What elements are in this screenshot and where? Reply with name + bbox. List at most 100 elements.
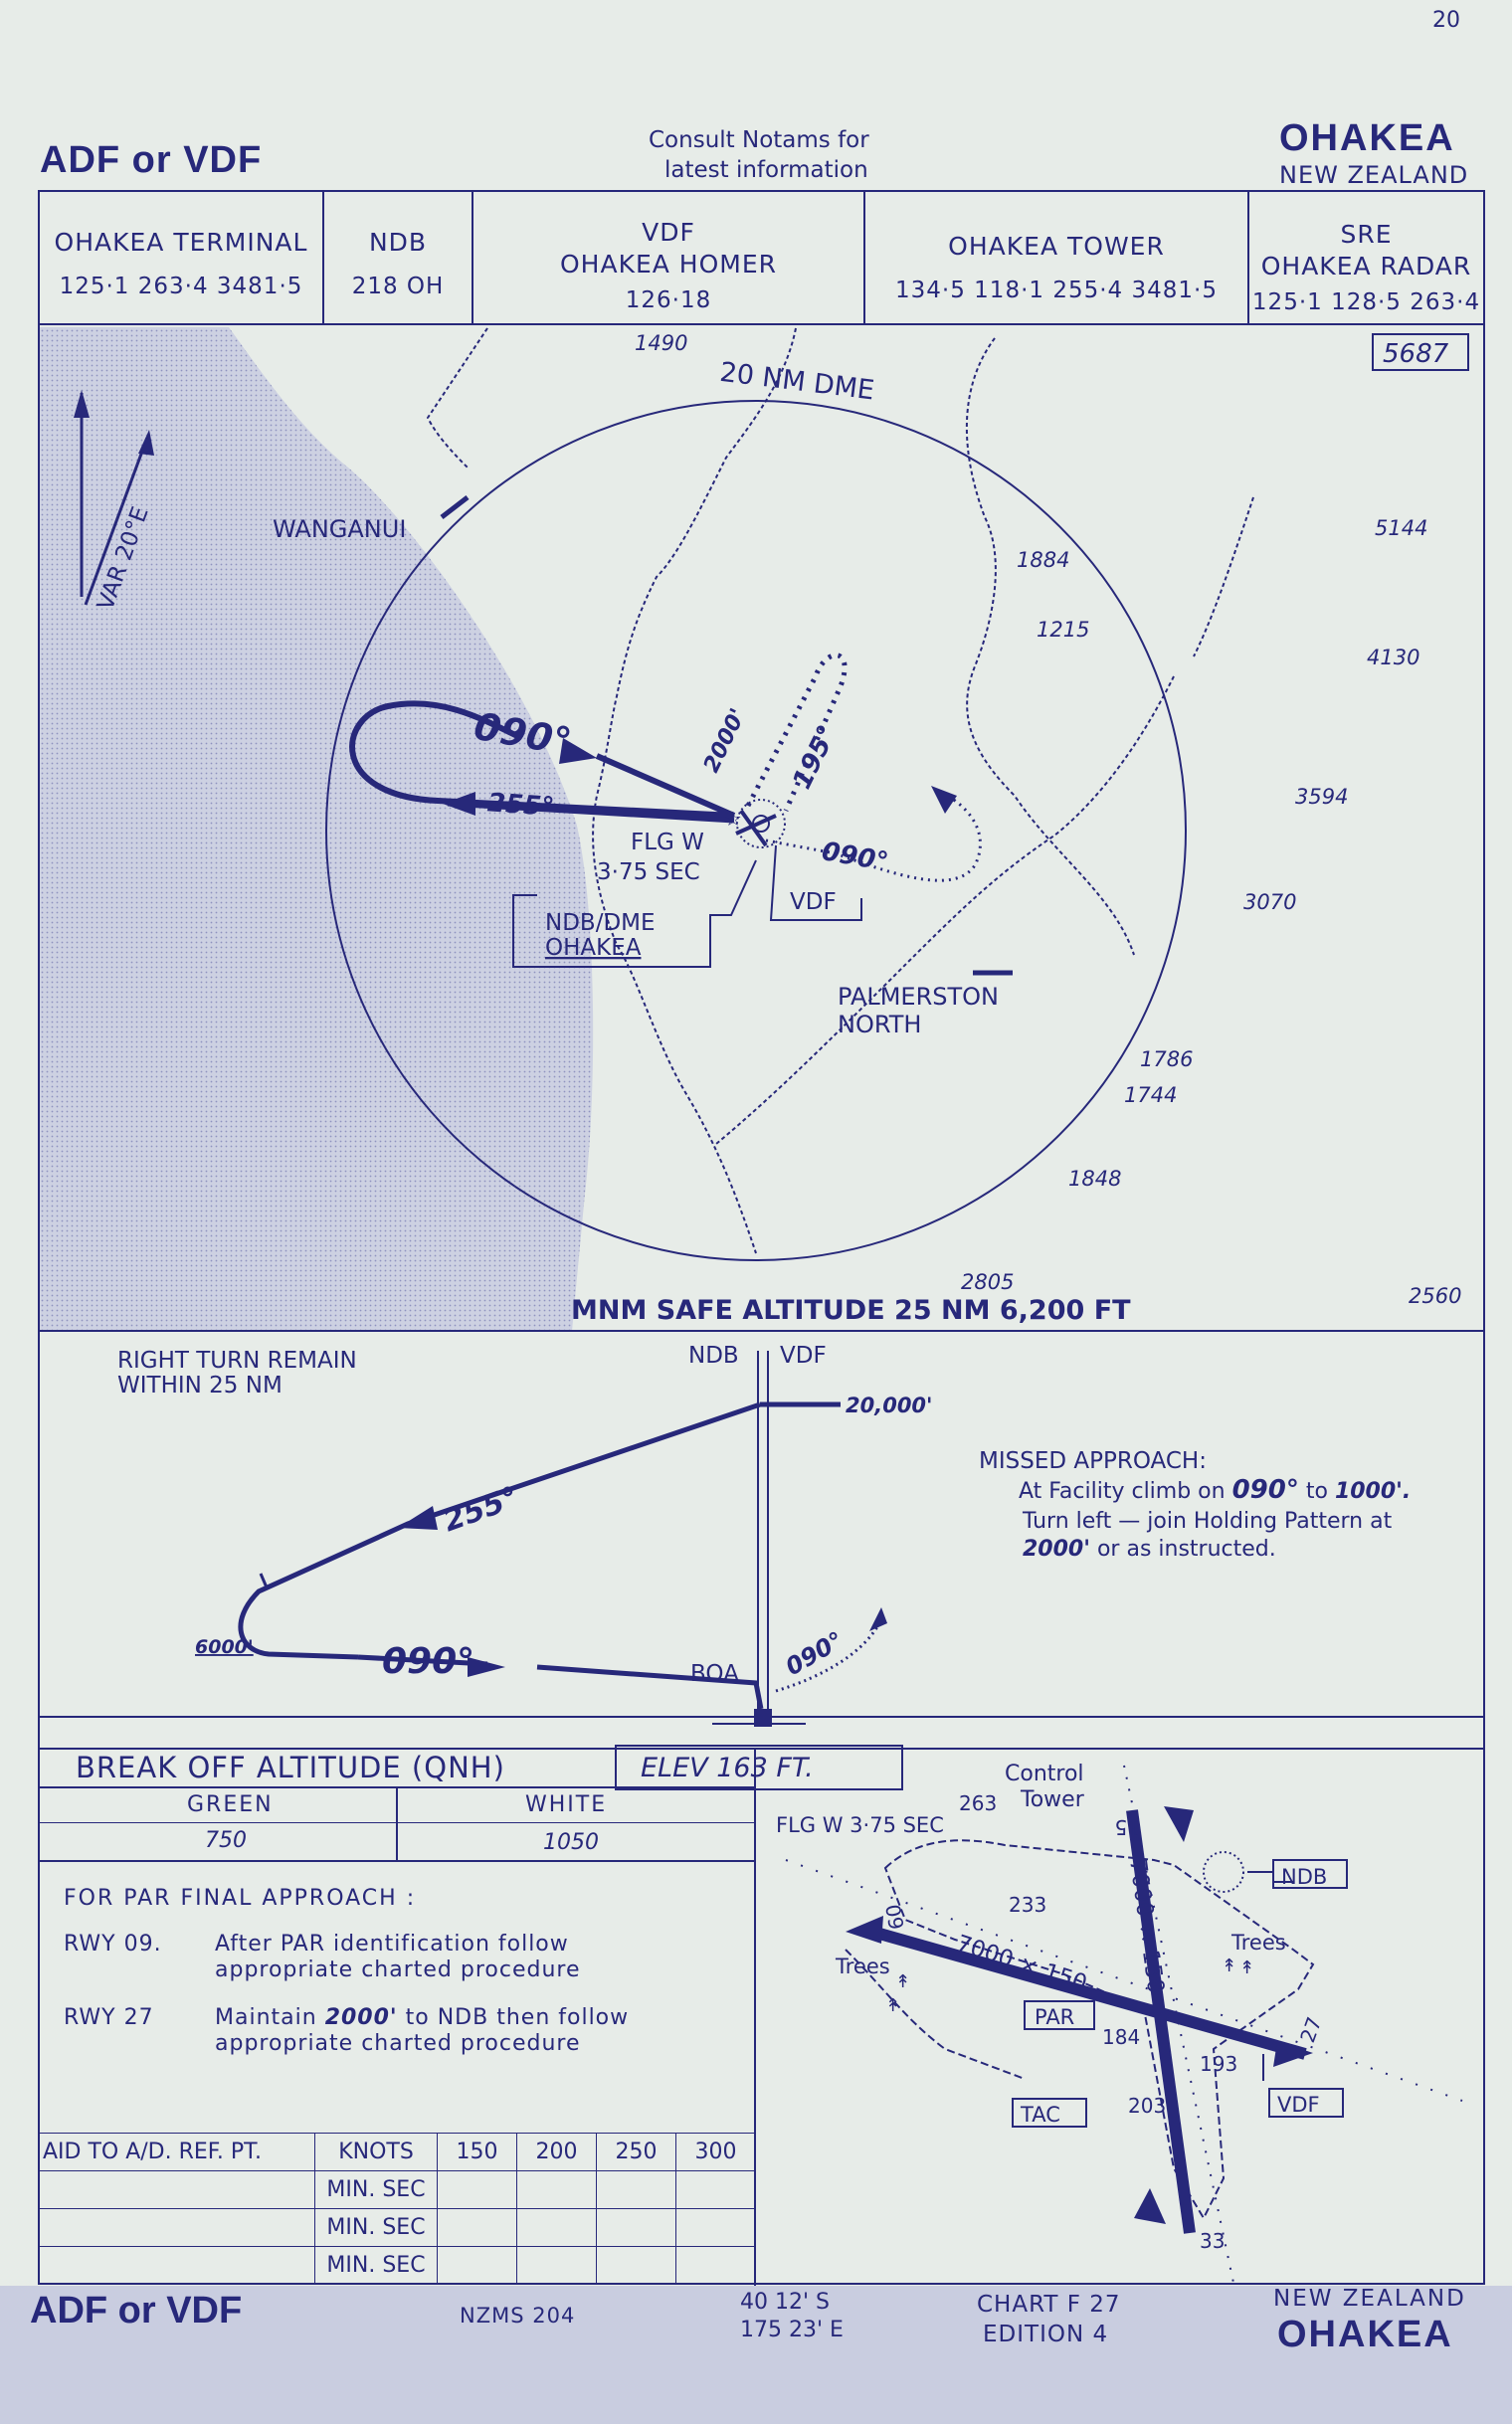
town-palmerston-2: NORTH bbox=[838, 1011, 921, 1038]
ad-tac: TAC bbox=[1020, 2103, 1060, 2127]
freq-tower-name: OHAKEA TOWER bbox=[948, 232, 1165, 261]
boa-green-value: 750 bbox=[205, 1828, 247, 1853]
freq-tower-value: 134·5 118·1 255·4 3481·5 bbox=[895, 278, 1218, 303]
ad-trees-right: Trees bbox=[1230, 1931, 1286, 1955]
sea-area bbox=[40, 327, 594, 1331]
svg-text:↟: ↟ bbox=[895, 1971, 910, 1992]
spot-1884: 1884 bbox=[1017, 548, 1069, 572]
spot-1786: 1786 bbox=[1140, 1047, 1193, 1071]
timing-label: AID TO A/D. REF. PT. bbox=[38, 2133, 315, 2171]
footer-procedure: ADF or VDF bbox=[30, 2290, 243, 2331]
boa-panel: BREAK OFF ALTITUDE (QNH) ELEV 163 FT. GR… bbox=[38, 1745, 903, 2286]
plan-ndb-dme-1: NDB/DME bbox=[545, 910, 656, 936]
freq-radar-value: 125·1 128·5 263·4 bbox=[1251, 289, 1481, 315]
plan-flg-sec: 3·75 SEC bbox=[597, 859, 700, 885]
profile-instruction-1: RIGHT TURN REMAIN bbox=[117, 1348, 357, 1374]
town-palmerston-1: PALMERSTON bbox=[838, 983, 999, 1011]
plan-view: 20 NM DME VAR 20°E WANGANUI PALMERSTON N… bbox=[38, 327, 1484, 1332]
profile-outbound: 255° bbox=[439, 1480, 523, 1539]
ad-control-2: Tower bbox=[1020, 1787, 1085, 1812]
svg-text:↟: ↟ bbox=[1239, 1958, 1254, 1978]
profile-ndb: NDB bbox=[688, 1343, 739, 1369]
par-rwy27-text-1b: 2000' bbox=[324, 2005, 398, 2030]
plan-msa-text: MNM SAFE ALTITUDE 25 NM 6,200 FT bbox=[571, 1295, 1131, 1326]
spot-1848: 1848 bbox=[1068, 1167, 1121, 1191]
missed-title: MISSED APPROACH: bbox=[979, 1448, 1207, 1474]
timing-row: MIN. SEC bbox=[314, 2170, 438, 2209]
boa-green-label: GREEN bbox=[187, 1792, 274, 1817]
timing-row: MIN. SEC bbox=[314, 2246, 438, 2285]
missed-line1-a: At Facility climb on bbox=[1019, 1479, 1232, 1504]
spot-3070: 3070 bbox=[1243, 890, 1296, 914]
timing-row: MIN. SEC bbox=[314, 2208, 438, 2247]
timing-table: AID TO A/D. REF. PT. KNOTS 150 200 250 3… bbox=[38, 2133, 756, 2285]
boa-white-label: WHITE bbox=[525, 1792, 608, 1817]
profile-boa: BOA bbox=[690, 1661, 739, 1687]
airport-name: OHAKEA bbox=[1279, 117, 1455, 159]
profile-instruction-2: WITHIN 25 NM bbox=[117, 1373, 283, 1398]
ad-rwy-09: 09 bbox=[880, 1903, 908, 1932]
spot-4130: 4130 bbox=[1367, 646, 1419, 669]
ad-trees-left: Trees bbox=[835, 1955, 890, 1978]
par-rwy27-text-1a: Maintain bbox=[215, 2005, 325, 2030]
par-rwy27: RWY 27 bbox=[64, 2005, 154, 2030]
ad-h193: 193 bbox=[1200, 2052, 1237, 2076]
spot-1744: 1744 bbox=[1124, 1083, 1177, 1107]
ad-rwy-main: 7000 × 150 bbox=[1124, 1857, 1169, 1995]
notam-notice-line2: latest information bbox=[664, 157, 868, 183]
freq-box-terminal: OHAKEA TERMINAL 125·1 263·4 3481·5 bbox=[40, 192, 324, 325]
footer-lat: 40 12' S bbox=[740, 2290, 830, 2315]
timing-speed-300: 300 bbox=[675, 2133, 756, 2171]
runway-09-27 bbox=[863, 1924, 1307, 2060]
freq-vdf-name2: OHAKEA HOMER bbox=[559, 250, 778, 279]
par-rwy09-text-1: After PAR identification follow bbox=[215, 1932, 569, 1957]
ad-flg: FLG W 3·75 SEC bbox=[776, 1813, 944, 1837]
plan-missed-090: 090° bbox=[820, 837, 890, 877]
plan-flg: FLG W bbox=[631, 830, 704, 855]
runway-15-33 bbox=[1126, 1809, 1196, 2234]
par-rwy27-text-1c: to NDB then follow bbox=[397, 2005, 630, 2030]
ad-control-1: Control bbox=[1005, 1762, 1084, 1786]
ad-rwy-33: 33 bbox=[1200, 2229, 1225, 2253]
footer-lon: 175 23' E bbox=[740, 2318, 844, 2342]
freq-box-tower: OHAKEA TOWER 134·5 118·1 255·4 3481·5 bbox=[865, 192, 1249, 325]
freq-radar-name2: OHAKEA RADAR bbox=[1260, 252, 1472, 280]
missed-line1-c: to bbox=[1299, 1479, 1335, 1504]
ad-par: PAR bbox=[1035, 2005, 1074, 2029]
procedure-track bbox=[349, 700, 736, 819]
dme-ring bbox=[325, 400, 1187, 1261]
missed-line1-d: 1000'. bbox=[1335, 1479, 1411, 1504]
svg-text:☆: ☆ bbox=[724, 807, 742, 831]
chart-frame bbox=[38, 190, 1485, 2285]
procedure-title: ADF or VDF bbox=[40, 139, 263, 181]
footer-airport: OHAKEA bbox=[1277, 2314, 1453, 2355]
timing-speed-250: 250 bbox=[596, 2133, 676, 2171]
profile-alt-low: 6000' bbox=[195, 1636, 254, 1658]
country-name: NEW ZEALAND bbox=[1279, 161, 1469, 189]
page-number: 20 bbox=[1432, 8, 1460, 33]
freq-ndb-value: 218 OH bbox=[351, 274, 445, 299]
profile-inbound: 090° bbox=[382, 1641, 474, 1682]
par-rwy09: RWY 09. bbox=[64, 1932, 162, 1957]
river-line bbox=[426, 327, 1254, 1254]
spot-2805: 2805 bbox=[961, 1270, 1014, 1294]
freq-radar-name1: SRE bbox=[1340, 220, 1393, 249]
boa-title: BREAK OFF ALTITUDE (QNH) bbox=[76, 1751, 505, 1784]
footer-country: NEW ZEALAND bbox=[1273, 2286, 1466, 2312]
holding-pattern bbox=[745, 653, 848, 813]
freq-box-vdf: VDF OHAKEA HOMER 126·18 bbox=[473, 192, 865, 325]
profile-view: RIGHT TURN REMAIN WITHIN 25 NM NDB VDF 2… bbox=[38, 1343, 1484, 1750]
ad-h184: 184 bbox=[1102, 2025, 1140, 2049]
plan-hold-195: 195° bbox=[787, 720, 843, 794]
freq-box-ndb: NDB 218 OH bbox=[324, 192, 473, 325]
missed-line2: Turn left — join Holding Pattern at bbox=[1022, 1509, 1393, 1534]
freq-ndb-name: NDB bbox=[368, 228, 428, 257]
profile-vdf: VDF bbox=[780, 1343, 827, 1369]
town-wanganui: WANGANUI bbox=[273, 515, 406, 543]
ad-h233: 233 bbox=[1009, 1893, 1046, 1917]
spot-5144: 5144 bbox=[1375, 516, 1427, 540]
ad-h263: 263 bbox=[959, 1791, 997, 1815]
svg-text:↟: ↟ bbox=[1222, 1956, 1236, 1976]
svg-text:↟: ↟ bbox=[885, 1995, 900, 2016]
dme-ring-label: 20 NM DME bbox=[718, 357, 876, 407]
